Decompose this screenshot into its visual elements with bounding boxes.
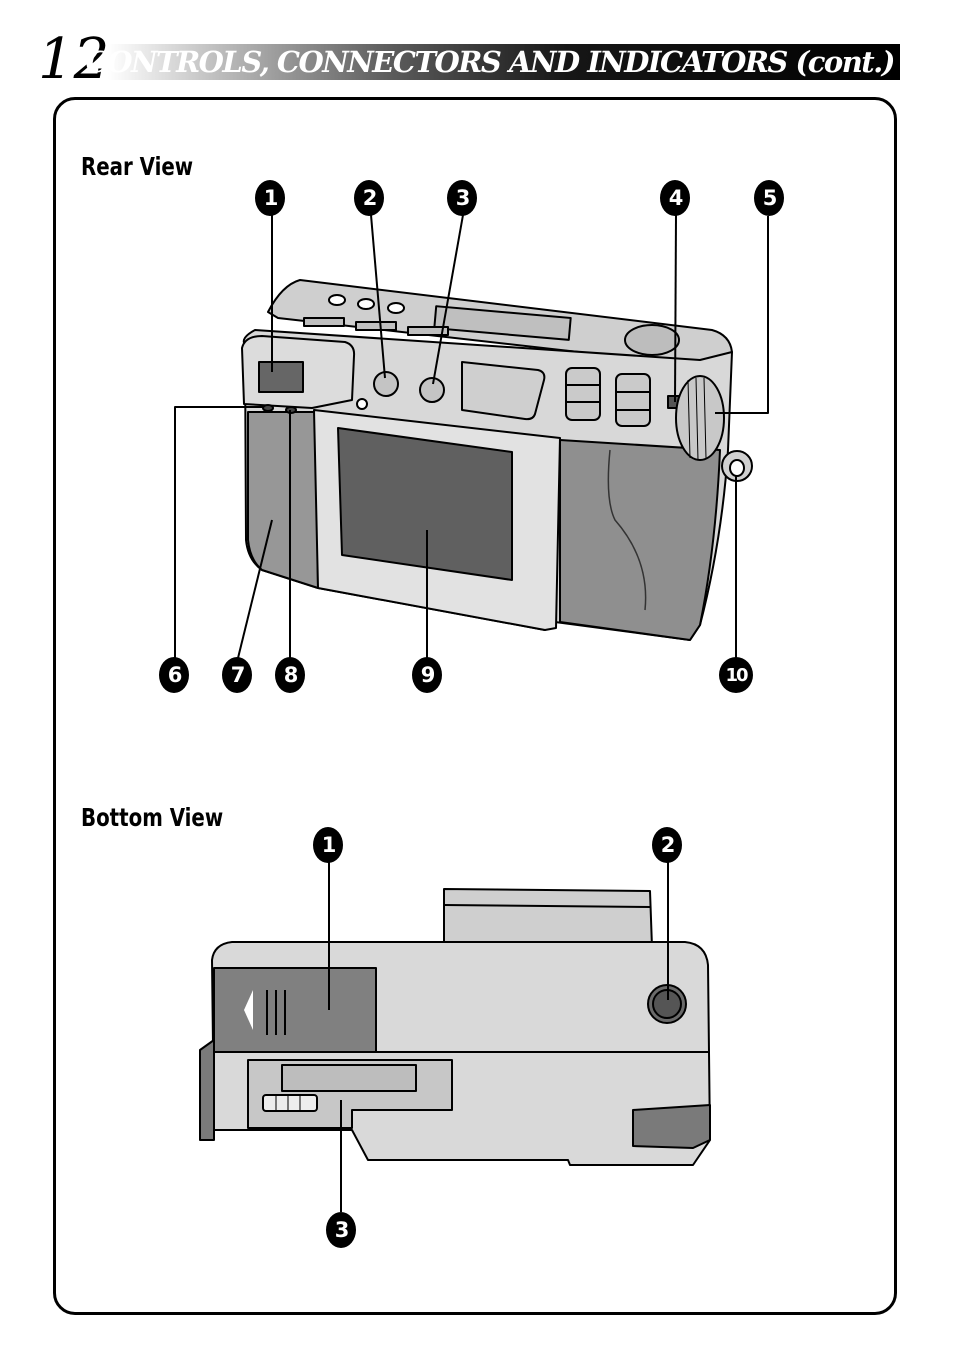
rear-callout-8: 8 [275, 657, 305, 693]
header-bar: CONTROLS, CONNECTORS AND INDICATORS (con… [86, 44, 900, 80]
rear-callout-2: 2 [354, 180, 384, 216]
page-title: CONTROLS, CONNECTORS AND INDICATORS (con… [85, 45, 896, 79]
rear-callout-5: 5 [754, 180, 784, 216]
bottom-callout-3: 3 [326, 1212, 356, 1248]
rear-callout-4: 4 [660, 180, 690, 216]
rear-view-camera [241, 279, 753, 641]
rear-callout-3: 3 [447, 180, 477, 216]
rear-callout-7: 7 [222, 657, 252, 693]
rear-callout-9: 9 [412, 657, 442, 693]
page-number: 12 [38, 27, 110, 92]
rear-callout-10: 10 [719, 657, 753, 693]
rear-view-heading: Rear View [81, 152, 194, 181]
bottom-callout-2: 2 [652, 827, 682, 863]
bottom-view-camera [199, 888, 711, 1166]
rear-callout-1: 1 [255, 180, 285, 216]
bottom-callout-1: 1 [313, 827, 343, 863]
bottom-view-heading: Bottom View [81, 803, 224, 832]
rear-callout-6: 6 [159, 657, 189, 693]
bottom-leader-lines [328, 862, 669, 1212]
rear-leader-lines [174, 214, 769, 659]
content-frame [53, 97, 897, 1315]
